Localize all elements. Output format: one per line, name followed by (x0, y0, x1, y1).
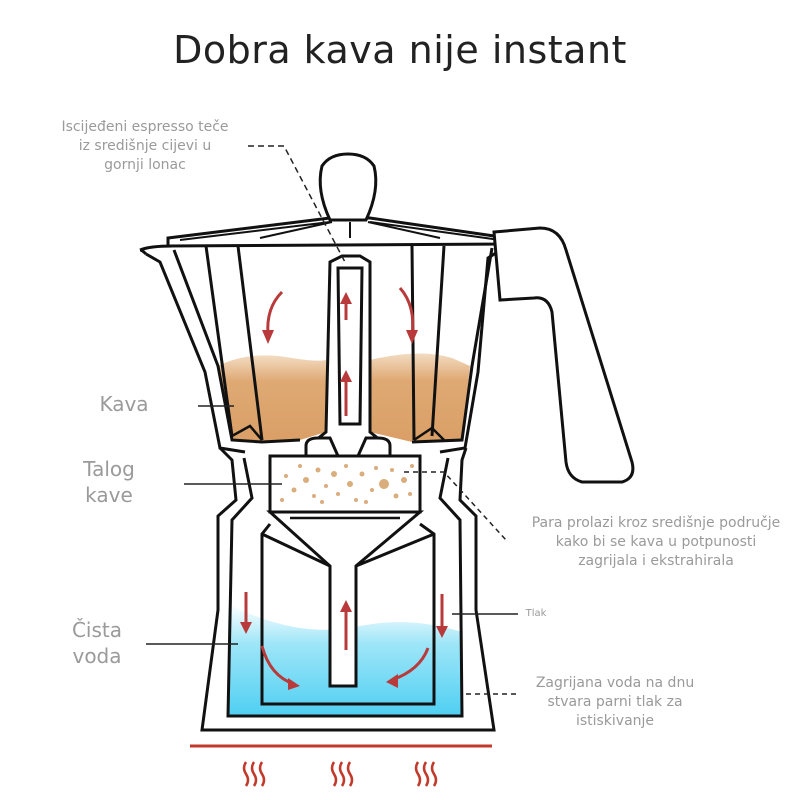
upper-inner-right (411, 247, 494, 444)
heat-wave (414, 761, 422, 787)
label-pressure: Tlak (525, 608, 547, 619)
label-line: stvara parni tlak za (547, 694, 683, 710)
lid (166, 216, 510, 248)
lower-inner-funnel (260, 522, 436, 706)
lid-knob (318, 152, 378, 222)
upper-inner-left (172, 249, 301, 444)
arrow-head (262, 330, 274, 344)
leader-steam (404, 471, 507, 541)
coffee-fill (370, 353, 470, 442)
label-line: zagrijala i ekstrahirala (578, 553, 734, 569)
arrow-down-right (398, 287, 415, 337)
arrow-head (406, 330, 418, 344)
label-steam-note: Para prolazi kroz središnje područje kak… (516, 514, 796, 571)
tube-lower (328, 566, 358, 688)
arrow-head (386, 674, 398, 688)
label-line: istiskivanje (575, 713, 655, 729)
label-line: Iscijeđeni espresso teče (61, 119, 229, 135)
heat-wave (330, 761, 338, 787)
label-grounds: Talog kave (64, 456, 154, 508)
arrow-head (340, 600, 352, 612)
arrow-head (436, 626, 448, 638)
label-line: Para prolazi kroz središnje područje (531, 515, 781, 531)
heat-wave (258, 761, 266, 787)
page-title: Dobra kava nije instant (173, 28, 627, 72)
arrow-down-left (266, 290, 284, 335)
heat-wave (338, 761, 346, 787)
label-water: Čista voda (52, 617, 142, 669)
center-tube (304, 254, 392, 458)
label-line: kave (85, 483, 133, 507)
label-espresso-note: Iscijeđeni espresso teče iz središnje ci… (30, 118, 260, 175)
facet-lines (204, 245, 446, 441)
tube-collar (304, 436, 392, 457)
arrow-head (240, 622, 252, 634)
label-line: kako bi se kava u potpunosti (555, 534, 757, 550)
tube-outer (314, 254, 382, 458)
leader-espresso (248, 145, 347, 265)
label-line: Čista (71, 618, 123, 642)
lower-wall-left (200, 446, 496, 732)
label-line: voda (72, 644, 122, 668)
arrow-head (340, 370, 352, 382)
heat-wave (346, 761, 354, 787)
label-coffee: Kava (99, 392, 149, 416)
facet-lines (231, 424, 445, 442)
upper-chamber (139, 152, 635, 484)
heat-source (190, 744, 492, 787)
lower-inner-funnel-fill (330, 566, 356, 686)
leader-lines (146, 145, 518, 695)
tube-inner (336, 266, 364, 426)
arrow-head (340, 292, 352, 304)
label-line: gornji lonac (104, 157, 186, 173)
upper-wall-left (145, 252, 246, 454)
arrow-heads (240, 292, 448, 690)
grounds-dots (280, 464, 414, 504)
lower-wall-inner (226, 457, 464, 718)
heat-wave (430, 761, 438, 787)
label-line: Zagrijana voda na dnu (535, 675, 695, 691)
label-line: Talog (83, 457, 135, 481)
label-line: iz središnje cijevi u (78, 138, 212, 154)
heat-wave (250, 761, 258, 787)
lower-chamber (200, 446, 496, 732)
coffee-fill (218, 355, 326, 442)
handle (492, 226, 635, 484)
lid-ribs (179, 221, 501, 241)
heat-wave (242, 761, 250, 787)
arrow-head (288, 678, 300, 690)
heat-wave (422, 761, 430, 787)
label-heat-note: Zagrijana voda na dnu stvara parni tlak … (510, 674, 720, 731)
